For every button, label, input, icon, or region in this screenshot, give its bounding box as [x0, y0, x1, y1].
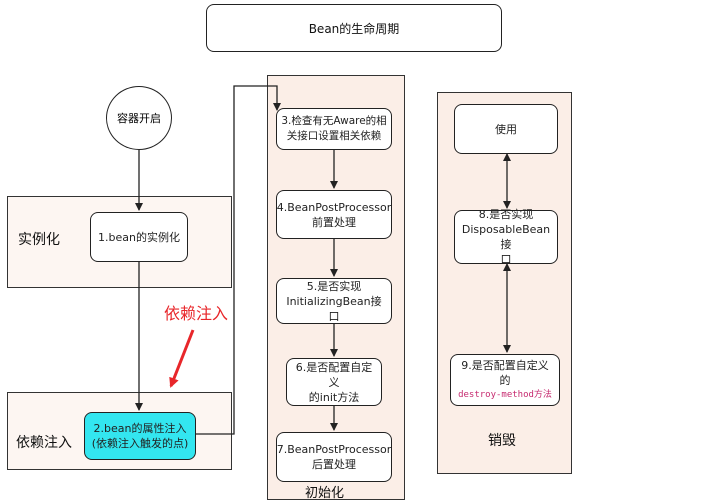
node-custom-init: 6.是否配置自定义 的init方法: [286, 358, 382, 406]
node-destroy-method-code: destroy-method方法: [458, 389, 552, 400]
node-aware-check: 3.检查有无Aware的相 关接口设置相关依赖: [276, 108, 392, 150]
annotation-label: 依赖注入: [164, 304, 229, 323]
node-beanpostprocessor-after: 7.BeanPostProcessor 后置处理: [276, 432, 392, 482]
lane-label-destruction: 销毁: [488, 433, 516, 449]
node-bean-property-injection: 2.bean的属性注入 (依赖注入触发的点): [84, 412, 196, 460]
lane-label-injection: 依赖注入: [16, 435, 72, 451]
node-destroy-method-text: 9.是否配置自定义 的: [461, 358, 549, 387]
annotation-arrow: [169, 329, 195, 388]
node-beanpostprocessor-before: 4.BeanPostProcessor 前置处理: [276, 190, 392, 239]
diagram-title: Bean的生命周期: [206, 4, 502, 52]
node-disposablebean: 8.是否实现 DisposableBean接 口: [454, 208, 558, 266]
node-use: 使用: [454, 104, 558, 154]
lane-label-initialization: 初始化: [305, 486, 345, 501]
node-initializingbean: 5.是否实现 InitializingBean接口: [276, 278, 392, 324]
start-node: 容器开启: [106, 86, 172, 150]
node-destroy-method: 9.是否配置自定义 的 destroy-method方法: [450, 354, 560, 406]
lane-label-instantiation: 实例化: [18, 232, 60, 248]
edge-n2-n3: [196, 85, 281, 435]
node-bean-instantiation: 1.bean的实例化: [90, 212, 188, 262]
